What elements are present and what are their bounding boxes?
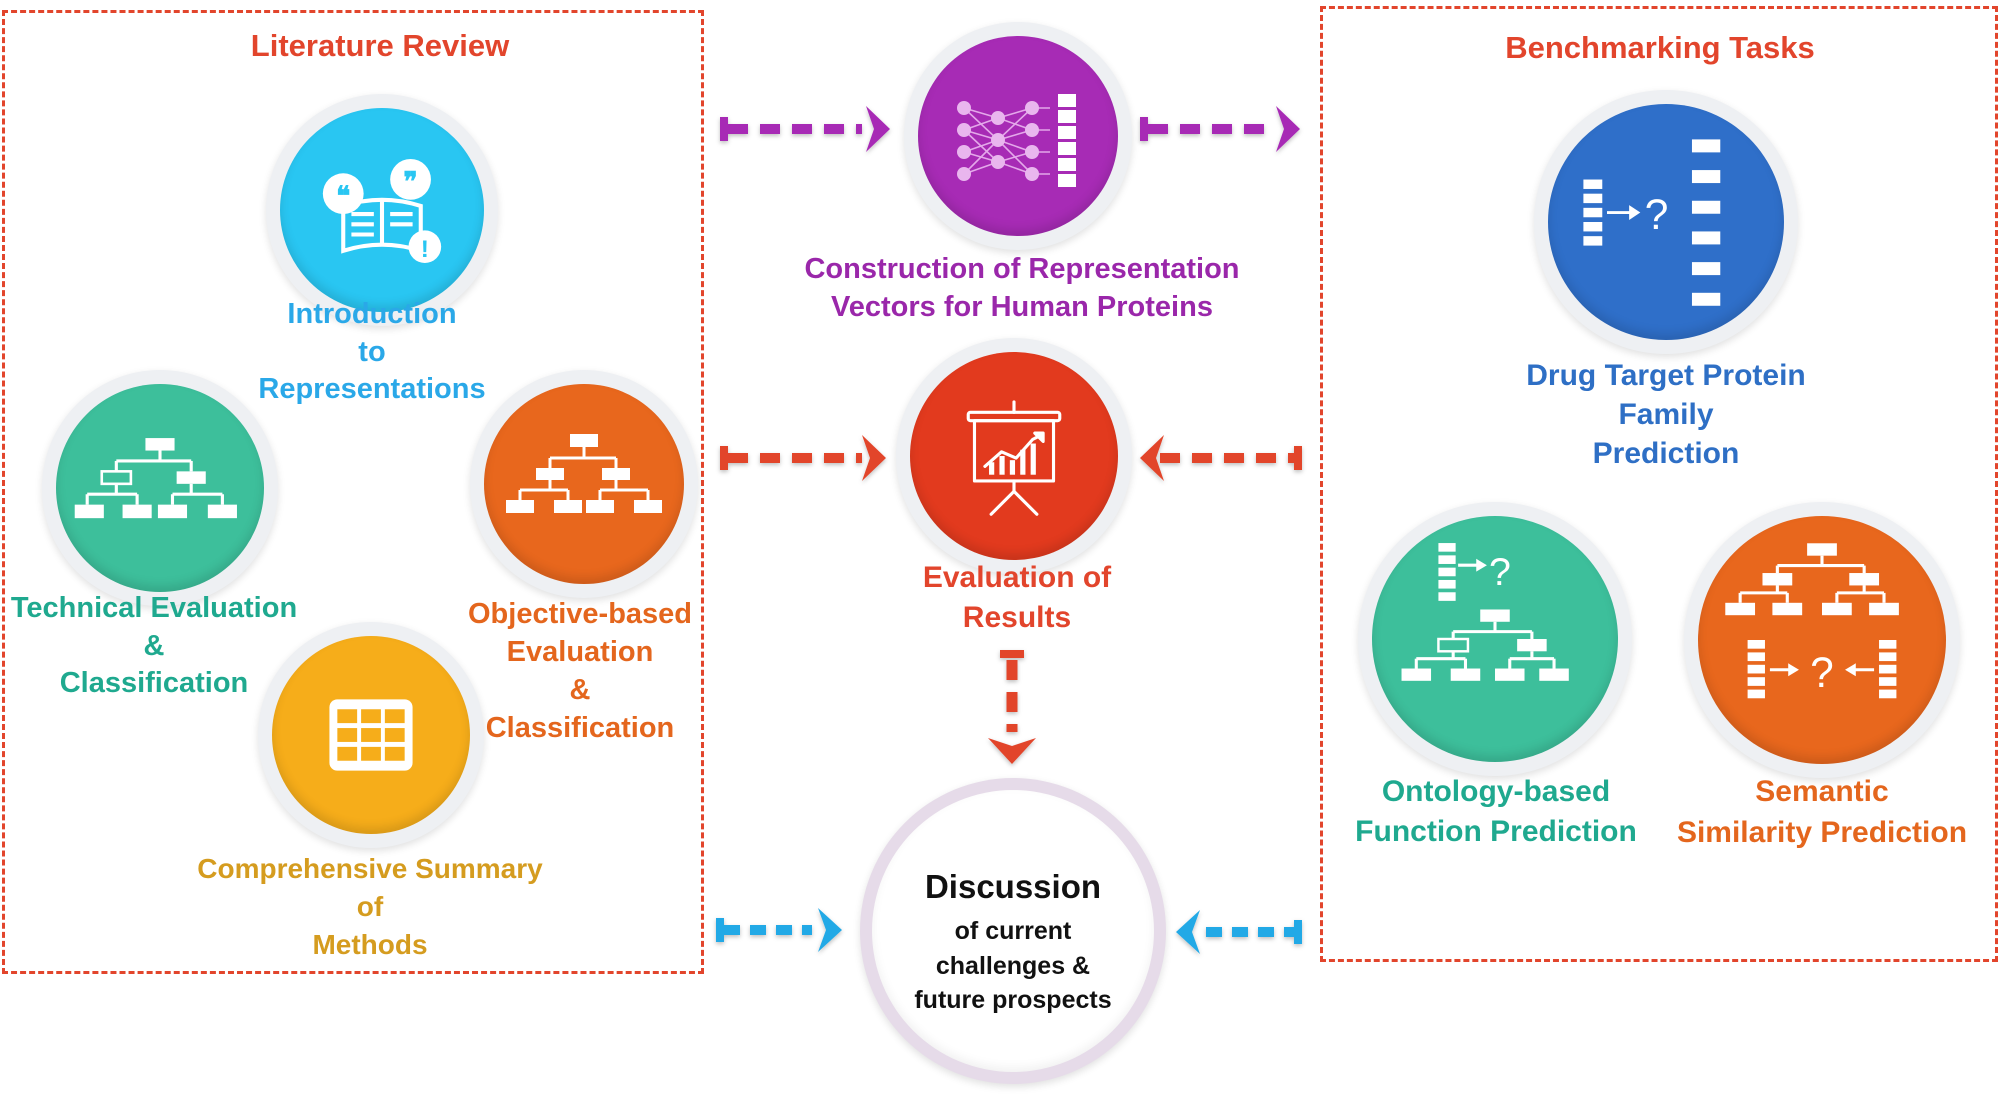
ontology-label: Ontology-based Function Prediction — [1355, 775, 1637, 849]
objective-evaluation-label: Objective-based Evaluation & Classificat… — [467, 598, 693, 744]
introduction-label: Introduction to Representations — [258, 298, 486, 406]
ontology-query-icon: ? — [1401, 543, 1569, 681]
arrow-evaluation-to-discussion — [988, 650, 1036, 764]
table-icon — [329, 699, 413, 771]
benchmarking-frame — [1320, 6, 1998, 962]
literature-review-title: Literature Review — [250, 28, 510, 63]
technical-evaluation-label: Technical Evaluation & Classification — [10, 592, 298, 700]
discussion-title: Discussion — [924, 868, 1102, 905]
arrow-literature-to-discussion — [716, 908, 842, 952]
semantic-node: ? — [1684, 502, 1960, 778]
vector-query-icon: ? — [1583, 139, 1721, 306]
svg-text:!: ! — [421, 236, 429, 263]
introduction-node: ❝ ❞ ! — [266, 94, 498, 326]
presentation-chart-icon — [966, 400, 1062, 516]
svg-text:?: ? — [1645, 192, 1669, 239]
svg-text:?: ? — [1489, 550, 1511, 594]
book-quote-icon: ❝ ❞ ! — [322, 159, 442, 264]
arrow-literature-to-construction — [720, 106, 890, 152]
drug-target-node: ? — [1534, 90, 1798, 354]
arrow-literature-to-evaluation — [720, 435, 886, 481]
neural-network-icon — [957, 94, 1076, 187]
benchmarking-title: Benchmarking Tasks — [1505, 30, 1815, 65]
technical-evaluation-node — [42, 370, 278, 606]
objective-evaluation-node — [470, 370, 698, 598]
construction-label: Construction of Representation Vectors f… — [804, 253, 1240, 324]
svg-text:❞: ❞ — [403, 167, 417, 198]
arrow-benchmarking-to-evaluation — [1140, 435, 1302, 481]
ontology-node: ? — [1358, 502, 1632, 776]
evaluation-node — [896, 338, 1132, 574]
drug-target-label: Drug Target Protein Family Prediction — [1526, 359, 1806, 470]
construction-node — [904, 22, 1132, 250]
comprehensive-summary-label: Comprehensive Summary of Methods — [197, 853, 543, 960]
hierarchy-icon — [74, 438, 237, 519]
svg-text:?: ? — [1810, 649, 1833, 696]
semantic-similarity-icon: ? — [1725, 543, 1899, 699]
semantic-label: Semantic Similarity Prediction — [1676, 775, 1968, 849]
comprehensive-summary-node — [258, 622, 484, 848]
discussion-node: Discussion of current challenges & futur… — [860, 778, 1166, 1084]
svg-text:❝: ❝ — [336, 181, 350, 212]
arrow-construction-to-benchmarking — [1140, 106, 1300, 152]
discussion-subtitle: of current challenges & future prospects — [914, 917, 1112, 1014]
hierarchy-icon — [506, 434, 662, 513]
arrow-benchmarking-to-discussion — [1176, 910, 1302, 954]
evaluation-label: Evaluation of Results — [922, 561, 1112, 634]
literature-review-frame — [2, 10, 704, 974]
